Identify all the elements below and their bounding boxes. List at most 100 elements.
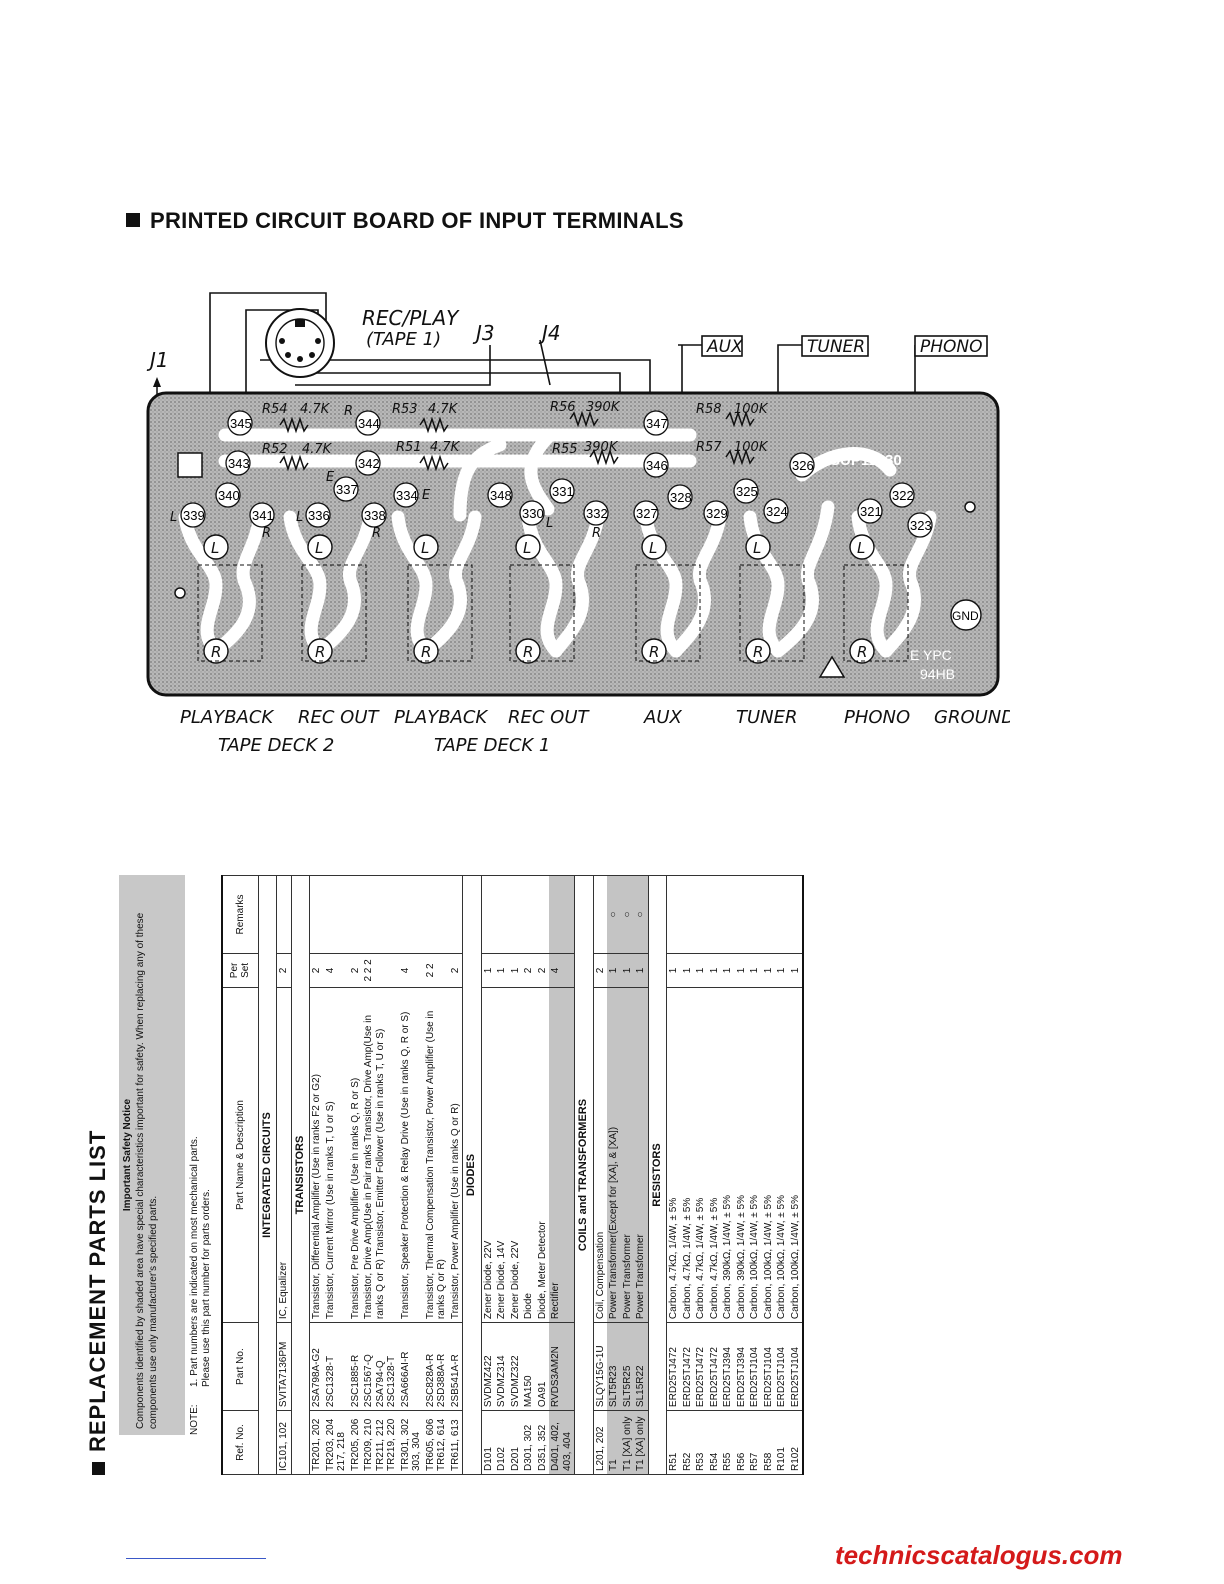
cell-desc: Power Transformer — [634, 987, 648, 1323]
svg-text:337: 337 — [336, 482, 358, 497]
pin-letter: L — [296, 510, 303, 525]
svg-text:336: 336 — [308, 508, 330, 523]
pad: 321 — [857, 498, 883, 524]
svg-text:344: 344 — [358, 416, 380, 431]
pad: 332 — [583, 500, 609, 526]
cell-rem: ○ — [634, 875, 648, 954]
pad: 347 — [643, 410, 669, 436]
cell-per: 2 — [276, 953, 291, 988]
cell-per: 2 — [348, 953, 362, 988]
cell-part: OA91 — [535, 1322, 549, 1411]
pad: 331 — [549, 478, 575, 504]
cell-rem — [549, 875, 575, 954]
safety-notice: Important Safety Notice Components ident… — [119, 875, 185, 1435]
pad: 323 — [907, 512, 933, 538]
cell-desc: Carbon, 100kΩ, 1/4W, ± 5% — [775, 987, 789, 1323]
svg-text:345: 345 — [230, 416, 252, 431]
cell-desc: Carbon, 100kΩ, 1/4W, ± 5% — [761, 987, 775, 1323]
pin-letter: L — [546, 516, 553, 531]
cell-rem — [309, 875, 324, 954]
cell-per: 1 — [680, 953, 694, 988]
group-label: TAPE DECK 2 — [218, 735, 334, 756]
cell-ref: TR611, 613 — [448, 1410, 463, 1475]
cell-per: 4 — [549, 953, 575, 988]
resistor-ref: R54 — [262, 402, 288, 417]
resistor-ref: R57 — [696, 440, 722, 455]
pin-letter: R — [262, 526, 271, 541]
cell-part: ERD25TJ394 — [721, 1322, 735, 1411]
cell-desc: Coil, Compensation — [593, 987, 607, 1323]
svg-text:331: 331 — [552, 484, 574, 499]
notice-text: components use only manufacturer's speci… — [148, 1195, 159, 1429]
cell-per: 1 — [761, 953, 775, 988]
svg-text:R: R — [649, 643, 659, 661]
svg-text:R: R — [753, 643, 763, 661]
svg-text:TUNER: TUNER — [807, 337, 865, 357]
triangle-mark-icon — [818, 655, 846, 678]
cell-per: 2 2 — [423, 953, 449, 988]
resistor-ref: R58 — [696, 402, 722, 417]
svg-text:322: 322 — [892, 488, 914, 503]
bullet-square-icon — [92, 1462, 105, 1475]
pad: 327 — [633, 500, 659, 526]
cell-rem — [448, 875, 463, 954]
cell-rem — [508, 875, 522, 954]
cell-part: RVDS3AM2N — [549, 1322, 575, 1411]
footer-site-link[interactable]: technicscatalogus.com — [835, 1540, 1123, 1570]
cell-part: ERD25TJ472 — [666, 1322, 681, 1411]
cell-desc: Transistor, Thermal Compensation Transis… — [423, 987, 449, 1323]
pad: 336 — [305, 502, 331, 528]
cell-per: 1 — [734, 953, 748, 988]
terminal-label: PLAYBACK — [180, 707, 274, 728]
jack-markers: L L L L L L L R R R R R R R — [203, 534, 875, 664]
svg-text:328: 328 — [670, 490, 692, 505]
pad: 346 — [643, 452, 669, 478]
svg-text:L: L — [523, 539, 531, 557]
pad: 325 — [733, 478, 759, 504]
din-connector — [265, 308, 335, 378]
cell-per: 1 — [620, 953, 634, 988]
terminal-label: AUX — [643, 707, 682, 728]
cell-per: 1 — [495, 953, 509, 988]
pin-letter: R — [592, 526, 601, 541]
pad: 329 — [703, 500, 729, 526]
category-title: COILS and TRANSFORMERS — [574, 875, 593, 1475]
cell-part: ERD25TJ104 — [788, 1322, 803, 1411]
pad: 343 — [225, 450, 251, 476]
cell-rem — [707, 875, 721, 954]
cell-rem — [680, 875, 694, 954]
svg-text:GND: GND — [952, 609, 979, 623]
cell-desc: Transistor, Power Amplifier (Use in rank… — [448, 987, 463, 1323]
svg-text:347: 347 — [646, 416, 668, 431]
terminal-label: GROUND — [934, 707, 1010, 728]
svg-text:L: L — [649, 539, 657, 557]
cell-part: 2SA798A-G2 — [309, 1322, 324, 1411]
terminal-label: PLAYBACK — [394, 707, 488, 728]
svg-text:R: R — [211, 643, 221, 661]
resistor-value: 4.7K — [430, 440, 461, 455]
resistor-value: 4.7K — [428, 402, 459, 417]
cell-desc: Carbon, 390kΩ, 1/4W, ± 5% — [721, 987, 735, 1323]
cell-rem — [495, 875, 509, 954]
terminal-label: PHONO — [844, 707, 910, 728]
cell-per: 1 — [707, 953, 721, 988]
svg-text:AUX: AUX — [706, 337, 743, 357]
board-marking-1: E YPC — [910, 647, 952, 663]
cell-ref: TR205, 206 — [348, 1410, 362, 1475]
cell-desc: Transistor, Drive Amp(Use in Pair ranks … — [362, 987, 399, 1323]
group-label: TAPE DECK 1 — [434, 735, 550, 756]
col-header: Part No. — [222, 1322, 258, 1411]
jumper-j4: J4 — [538, 321, 561, 345]
cell-desc: Carbon, 100kΩ, 1/4W, ± 5% — [788, 987, 803, 1323]
bullet-square-icon — [126, 213, 140, 227]
cell-per: 2 2 2 — [362, 953, 399, 988]
cell-desc: Transistor, Current Mirror (Use in ranks… — [323, 987, 349, 1323]
cell-part: SLQY15G-1U — [593, 1322, 607, 1411]
pad: 326 — [789, 452, 815, 478]
cell-rem — [522, 875, 536, 954]
